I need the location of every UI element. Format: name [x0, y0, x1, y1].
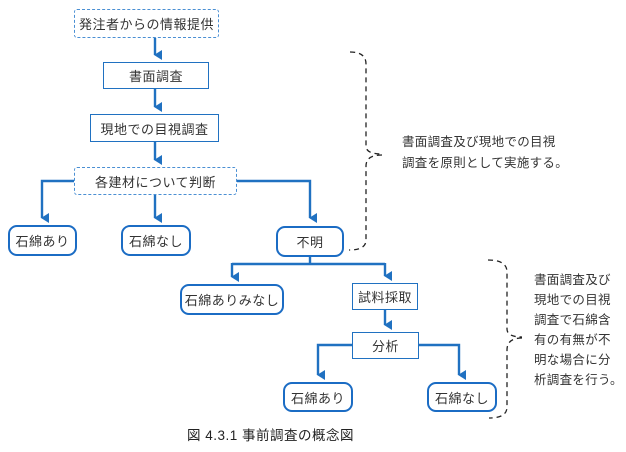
node-document-survey: 書面調査 [103, 62, 209, 89]
node-info-provision: 発注者からの情報提供 [74, 9, 219, 38]
connector-judgment-to-present1 [40, 179, 74, 223]
node-analysis: 分析 [352, 332, 419, 359]
node-asbestos-absent-2: 石綿なし [427, 382, 497, 412]
node-asbestos-present-1: 石綿あり [8, 225, 77, 256]
bracket-principle-top [349, 51, 383, 155]
connector-analysis-to-present2 [316, 343, 352, 380]
connector-analysis-to-absent2 [419, 343, 466, 380]
node-asbestos-absent-1: 石綿なし [121, 225, 191, 256]
connector-unknown-tee [232, 257, 385, 266]
annotation-analysis-note: 書面調査及び 現地での目視 調査で石綿含 有の有無が不 明な場合に分 析調査を行… [534, 273, 623, 387]
bracket-analysis-bottom [488, 337, 523, 419]
node-sampling: 試料採取 [352, 283, 418, 310]
node-unknown: 不明 [276, 226, 344, 257]
node-visual-survey: 現地での目視調査 [90, 114, 219, 142]
bracket-principle-bottom [348, 154, 383, 251]
node-deemed-asbestos: 石綿ありみなし [180, 284, 284, 315]
figure-caption: 図 4.3.1 事前調査の概念図 [187, 428, 355, 443]
bracket-analysis-top [487, 259, 523, 338]
node-judgment: 各建材について判断 [74, 167, 237, 195]
annotation-principle-note: 書面調査及び現地での目視 調査を原則として実施する。 [402, 135, 569, 170]
connector-judgment-to-unknown [237, 179, 317, 223]
node-asbestos-present-2: 石綿あり [283, 382, 353, 412]
